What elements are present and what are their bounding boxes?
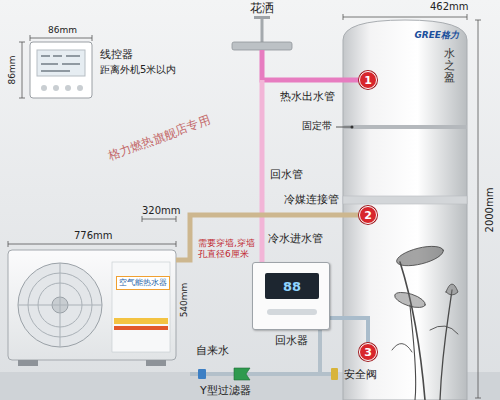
unit-dimension-lines <box>8 216 176 247</box>
part-label: Y型过滤器 <box>200 384 251 397</box>
callout-text: 2 <box>364 210 372 221</box>
note-label: 距离外机5米以内 <box>100 64 176 76</box>
display-screen: 88 <box>265 273 319 299</box>
dimension-label: 86mm <box>48 25 77 36</box>
product-name: 水之盈 <box>444 48 455 84</box>
unit-sticker: 空气能热水器 <box>116 276 170 290</box>
brand-logo: GREE格力 <box>414 30 459 41</box>
callout-number: 3 <box>359 343 377 361</box>
dimension-label: 540mm <box>179 283 190 318</box>
display-digits: 88 <box>283 280 301 293</box>
dimension-label: 776mm <box>74 230 113 242</box>
callout-number: 2 <box>359 206 377 224</box>
part-label: 回水器 <box>275 334 308 347</box>
pipe-label: 冷水进水管 <box>268 232 323 245</box>
pipe-connector <box>330 318 368 343</box>
tap-water-pipe <box>190 330 338 380</box>
return-water-pipe <box>260 80 265 262</box>
pipe-connector <box>176 215 359 260</box>
tank-body <box>343 20 467 400</box>
leader-line <box>336 127 352 128</box>
pipe-label: 回水管 <box>270 168 303 181</box>
part-label: 花洒 <box>250 1 274 15</box>
dimension-label: 462mm <box>430 1 469 13</box>
tank-dimension-lines <box>343 14 481 398</box>
shower-head <box>232 16 292 50</box>
pipe-label: 热水出水管 <box>280 90 335 103</box>
part-label: 安全阀 <box>344 368 377 381</box>
watermark: 格力燃热旗舰店专用 <box>106 113 212 163</box>
leader-dot <box>351 126 354 129</box>
callout-number: 1 <box>359 71 377 89</box>
dimension-label: 86mm <box>7 56 18 85</box>
device-buttons <box>267 309 317 315</box>
fixing-band <box>343 125 467 129</box>
callout-text: 3 <box>364 347 372 358</box>
outdoor-unit-drawing <box>8 250 176 366</box>
part-label: 线控器 <box>100 48 133 61</box>
edge-label: 冷媒连接管 <box>284 193 339 206</box>
callout-text: 1 <box>364 75 372 86</box>
water-tank: GREE格力水之盈 1 2 3 <box>343 20 467 400</box>
dimension-label: 2000mm <box>484 188 496 233</box>
dimension-label: 320mm <box>142 205 181 217</box>
part-label: 自来水 <box>196 344 229 357</box>
return-water-device: 88回水器 <box>252 262 330 330</box>
outdoor-unit: 空气能热水器 <box>8 250 176 360</box>
tank-seam <box>343 196 467 204</box>
note-label: 需要穿墙,穿墙孔直径6厘米 <box>198 238 256 260</box>
lotus-painting <box>392 242 458 400</box>
controller-dimension-lines <box>19 35 92 98</box>
hot-water-pipe <box>262 50 359 80</box>
wire-controller <box>30 42 92 98</box>
part-label: 固定带 <box>302 120 332 132</box>
